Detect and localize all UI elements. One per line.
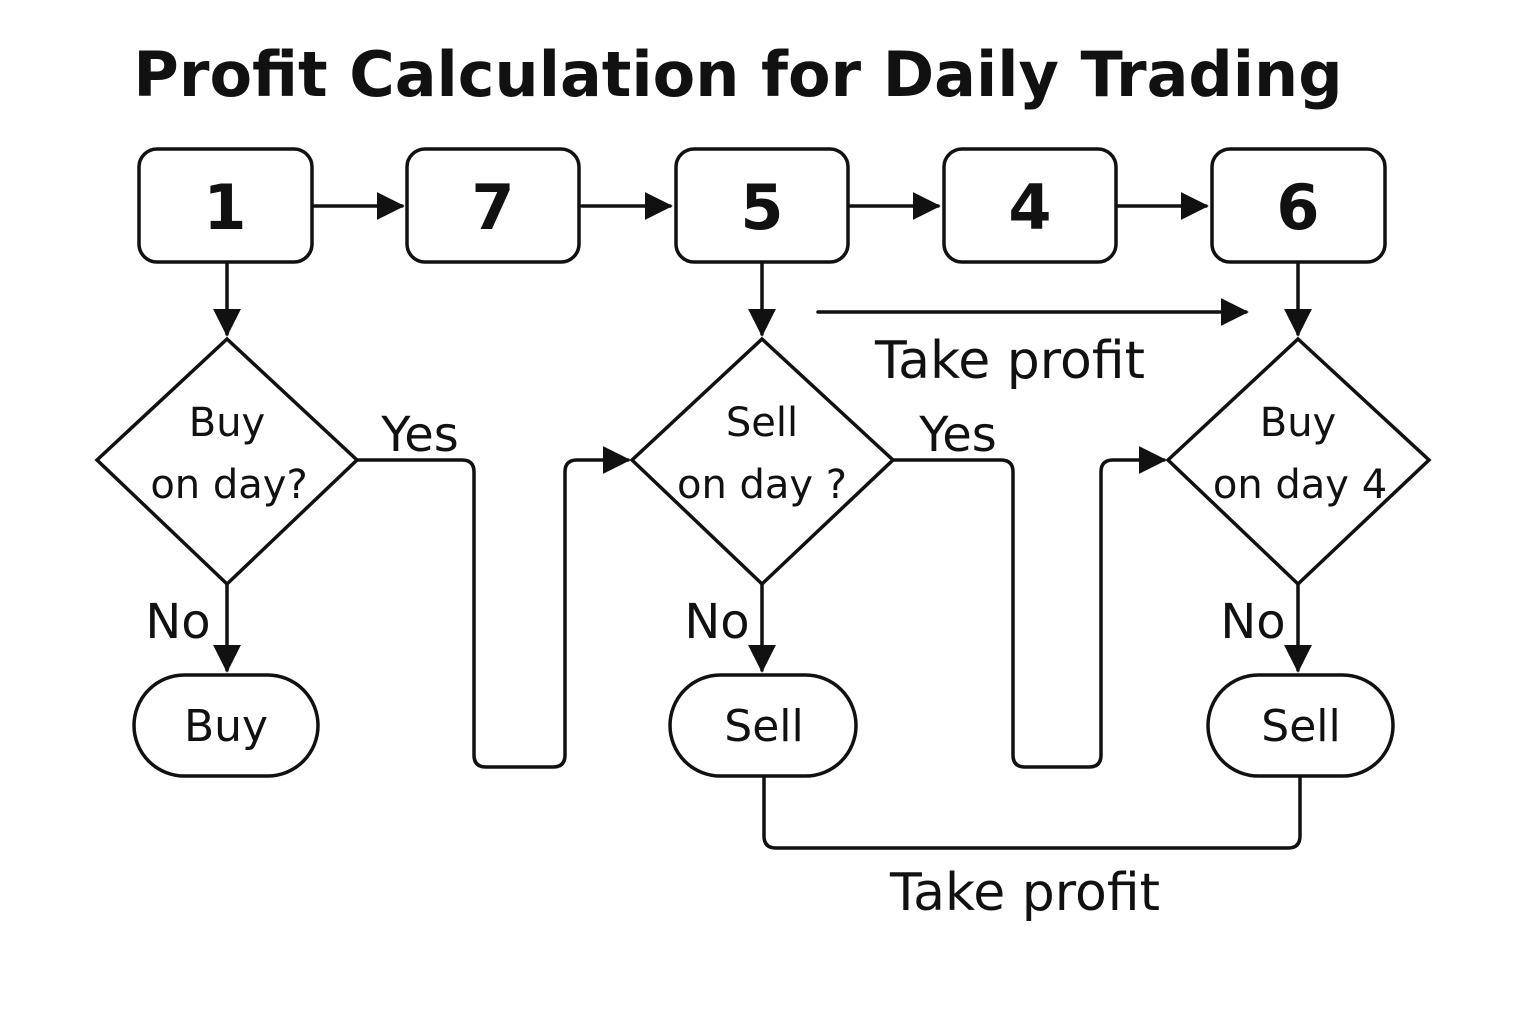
decision-line1: Buy <box>189 400 265 446</box>
price-box-4: 4 <box>942 147 1118 264</box>
terminal-sell-2: Sell <box>1206 673 1395 778</box>
diagram-title: Profit Calculation for Daily Trading <box>133 38 1342 111</box>
price-box-3: 5 <box>674 147 850 264</box>
terminal-buy: Buy <box>132 673 320 778</box>
no-label-2: No <box>684 594 749 650</box>
yes-label-1: Yes <box>380 407 458 463</box>
decision-line2: on day 4 <box>1213 462 1387 508</box>
decision-buy-day-4: Buy on day 4 <box>1165 336 1432 587</box>
no-label-3: No <box>1220 594 1285 650</box>
take-profit-label-bottom: Take profit <box>889 863 1160 923</box>
price-value: 7 <box>471 171 514 244</box>
price-value: 4 <box>1008 171 1051 244</box>
decision-line1: Buy <box>1260 400 1336 446</box>
decision-buy-day: Buy on day? <box>94 336 360 587</box>
yes-label-2: Yes <box>918 407 996 463</box>
decision-line1: Sell <box>726 400 798 446</box>
decision-line2: on day ? <box>677 462 847 508</box>
decision-line2: on day? <box>150 462 307 508</box>
yes-path-2 <box>891 446 1167 769</box>
price-box-5: 6 <box>1210 147 1387 264</box>
no-label-1: No <box>145 594 210 650</box>
take-profit-connector <box>762 775 1302 850</box>
price-box-1: 1 <box>137 147 314 264</box>
terminal-sell-1: Sell <box>668 673 858 778</box>
take-profit-label-top: Take profit <box>874 331 1145 391</box>
terminal-label: Buy <box>184 701 268 752</box>
price-value: 1 <box>203 171 246 244</box>
terminal-label: Sell <box>1261 701 1340 752</box>
yes-path-1 <box>355 446 631 769</box>
decision-sell-day: Sell on day ? <box>629 336 896 587</box>
terminal-label: Sell <box>724 701 803 752</box>
price-box-2: 7 <box>405 147 581 264</box>
price-value: 5 <box>740 171 783 244</box>
price-value: 6 <box>1276 171 1319 244</box>
